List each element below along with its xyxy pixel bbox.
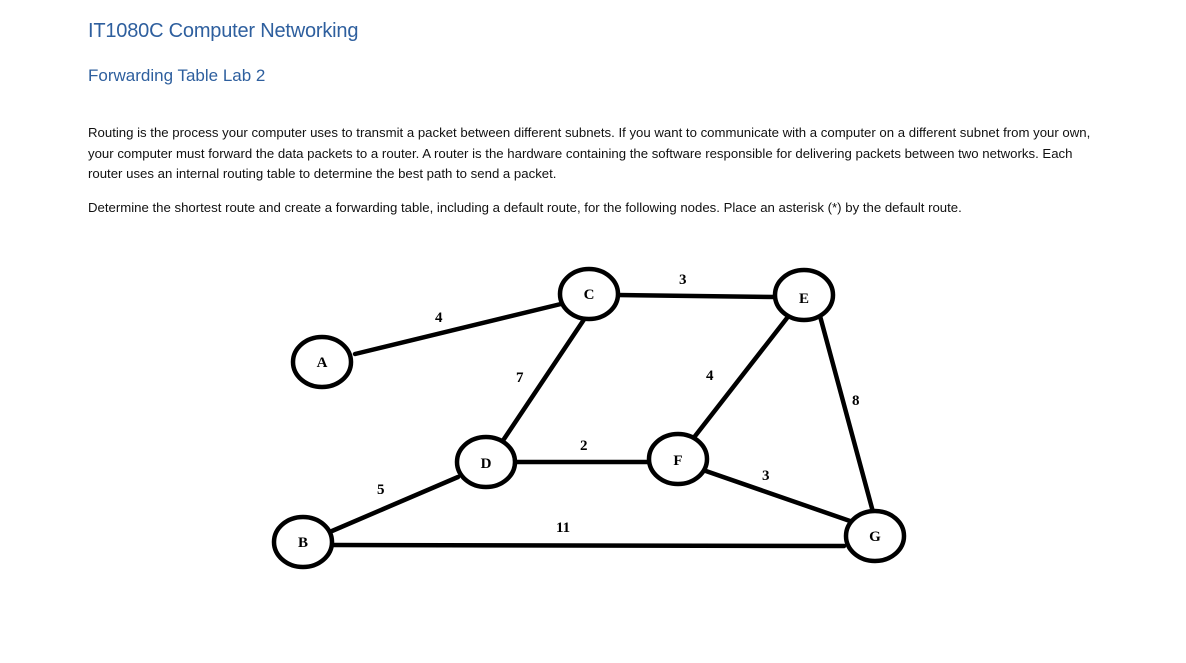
document-subtitle: Forwarding Table Lab 2 <box>88 66 266 85</box>
node-d: D <box>454 434 518 490</box>
edge-weight-f-g: 3 <box>762 468 770 484</box>
node-f-circle <box>646 431 710 487</box>
node-g: G <box>843 508 907 564</box>
node-g-label: G <box>869 529 881 545</box>
node-b-circle <box>271 514 335 570</box>
edges-layer <box>329 292 876 549</box>
edge-weight-b-g: 11 <box>556 520 570 536</box>
node-d-circle <box>454 434 518 490</box>
edge-f-g <box>700 467 853 524</box>
node-e: E <box>772 267 836 323</box>
edge-e-f <box>689 315 790 443</box>
node-e-label: E <box>799 291 809 307</box>
edge-weight-e-g: 8 <box>852 393 860 409</box>
node-a-circle <box>290 334 354 390</box>
document-title: IT1080C Computer Networking <box>88 20 359 42</box>
intro-paragraph: Routing is the process your computer use… <box>88 125 1091 181</box>
node-f-label: F <box>673 453 682 469</box>
node-c-label: C <box>584 287 595 303</box>
edge-weight-c-e: 3 <box>679 272 687 288</box>
instruction-paragraph: Determine the shortest route and create … <box>88 200 962 215</box>
node-c-circle <box>557 266 621 322</box>
edge-a-c <box>352 300 568 357</box>
node-g-circle <box>843 508 907 564</box>
node-b: B <box>271 514 335 570</box>
edge-weight-c-d: 7 <box>516 370 524 386</box>
node-e-circle <box>772 267 836 323</box>
nodes-layer: A B C D E F G <box>271 266 907 570</box>
edge-b-g <box>331 542 847 549</box>
node-a: A <box>290 334 354 390</box>
edge-weight-b-d: 5 <box>377 482 385 498</box>
edge-e-g <box>817 313 876 515</box>
edge-weights-layer: 4 3 7 4 8 2 3 5 11 <box>377 272 860 536</box>
node-b-label: B <box>298 535 308 551</box>
edge-b-d <box>329 474 461 534</box>
edge-weight-a-c: 4 <box>435 310 443 326</box>
node-f: F <box>646 431 710 487</box>
edge-weight-d-f: 2 <box>580 438 588 454</box>
edge-weight-e-f: 4 <box>706 368 714 384</box>
node-a-label: A <box>317 355 328 371</box>
edge-c-d <box>497 315 588 448</box>
node-c: C <box>557 266 621 322</box>
edge-c-e <box>614 292 779 300</box>
node-d-label: D <box>481 456 492 472</box>
